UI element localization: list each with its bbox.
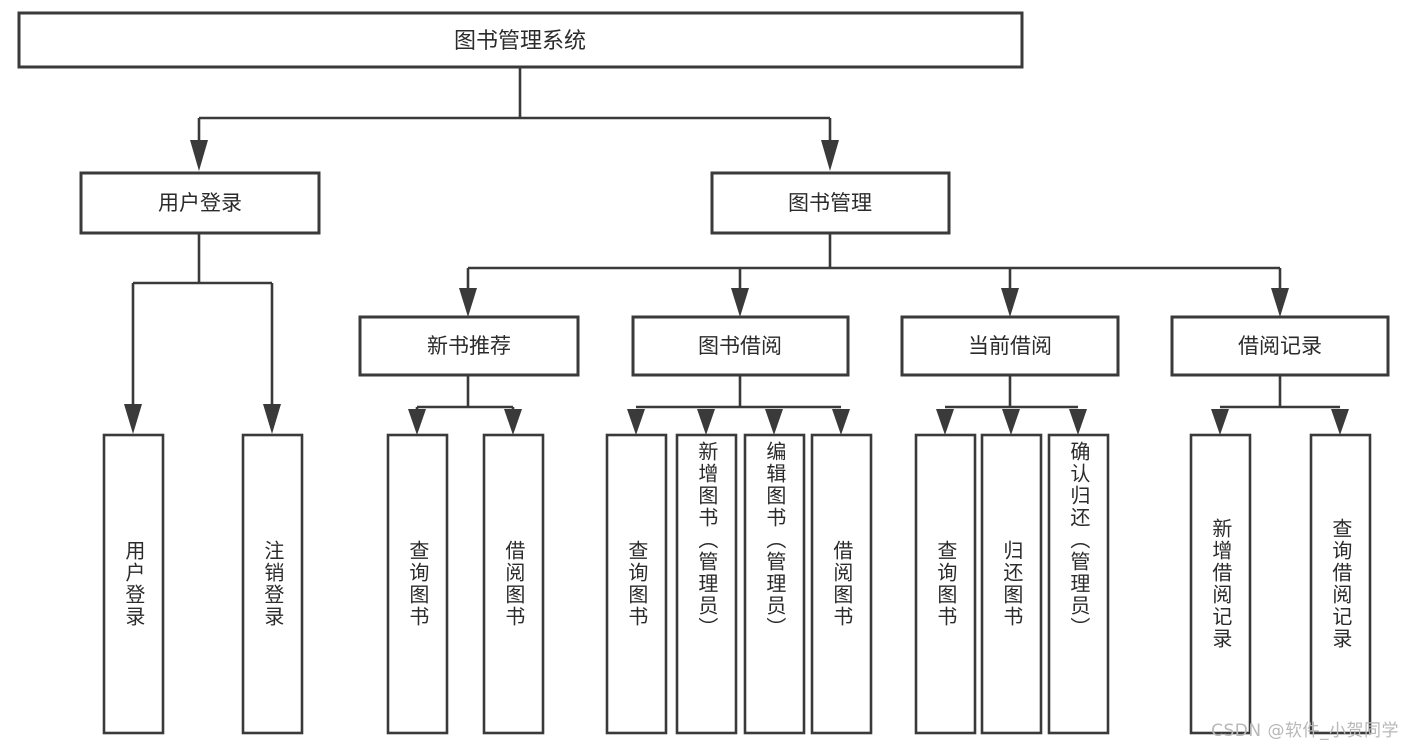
arrow-head-leaf-add-record bbox=[1211, 409, 1229, 435]
node-current-borrow-label: 当前借阅 bbox=[968, 334, 1052, 358]
node-current-borrow-box[interactable] bbox=[900, 315, 1120, 377]
arrow-head-leaf-return-book bbox=[1002, 409, 1020, 435]
arrow-head-leaf-query-record bbox=[1331, 409, 1349, 435]
node-user-login-label: 用户登录 bbox=[158, 191, 242, 215]
node-root-label: 图书管理系统 bbox=[454, 29, 586, 54]
node-leaf-borrow-book-2-box[interactable] bbox=[810, 433, 873, 735]
arrow-head-leaf-confirm-return bbox=[1069, 409, 1087, 435]
arrow-head-leaf-user-login bbox=[124, 404, 142, 434]
node-book-manage-label: 图书管理 bbox=[788, 191, 872, 215]
node-borrow-record-box[interactable] bbox=[1170, 315, 1390, 377]
node-leaf-logout-box[interactable] bbox=[241, 433, 304, 735]
node-borrow-record-label: 借阅记录 bbox=[1238, 334, 1322, 358]
arrow-head-leaf-query-book-1 bbox=[408, 409, 426, 435]
arrow-head-book-borrow bbox=[731, 288, 749, 317]
node-root-box[interactable] bbox=[17, 11, 1024, 69]
arrow-head-user-login bbox=[190, 140, 208, 171]
node-leaf-return-book-box[interactable] bbox=[980, 433, 1043, 735]
arrow-head-leaf-logout bbox=[263, 404, 281, 434]
arrow-head-leaf-query-book-2 bbox=[627, 409, 645, 435]
node-user-login-box[interactable] bbox=[79, 171, 321, 235]
arrow-head-leaf-edit-book bbox=[765, 409, 783, 435]
arrow-head-leaf-add-book bbox=[697, 409, 715, 435]
node-new-book-recommend-box[interactable] bbox=[358, 315, 580, 377]
node-leaf-borrow-book-1-box[interactable] bbox=[482, 433, 545, 735]
arrow-head-new-book-recommend bbox=[459, 288, 477, 317]
node-leaf-query-book-2-box[interactable] bbox=[605, 433, 668, 735]
node-leaf-query-record-box[interactable] bbox=[1309, 433, 1372, 735]
arrow-head-borrow-record bbox=[1271, 288, 1289, 317]
arrow-head-leaf-borrow-book-1 bbox=[504, 409, 522, 435]
arrow-head-leaf-query-book-3 bbox=[936, 409, 954, 435]
arrow-head-leaf-borrow-book-2 bbox=[832, 409, 850, 435]
node-leaf-user-login-box[interactable] bbox=[102, 433, 165, 735]
node-leaf-add-book-box[interactable] bbox=[675, 433, 738, 735]
arrow-head-book-manage bbox=[821, 140, 839, 171]
watermark-text: CSDN @软件_小贺同学 bbox=[1211, 721, 1399, 741]
node-new-book-recommend-label: 新书推荐 bbox=[427, 334, 511, 358]
node-book-manage-box[interactable] bbox=[710, 171, 951, 235]
node-leaf-add-record-box[interactable] bbox=[1189, 433, 1252, 735]
arrow-head-current-borrow bbox=[1001, 288, 1019, 317]
node-leaf-confirm-return-box[interactable] bbox=[1047, 433, 1110, 735]
node-book-borrow-label: 图书借阅 bbox=[698, 334, 782, 358]
node-book-borrow-box[interactable] bbox=[631, 315, 850, 377]
node-leaf-edit-book-box[interactable] bbox=[743, 433, 806, 735]
node-leaf-query-book-3-box[interactable] bbox=[914, 433, 977, 735]
node-leaf-query-book-1-box[interactable] bbox=[386, 433, 449, 735]
